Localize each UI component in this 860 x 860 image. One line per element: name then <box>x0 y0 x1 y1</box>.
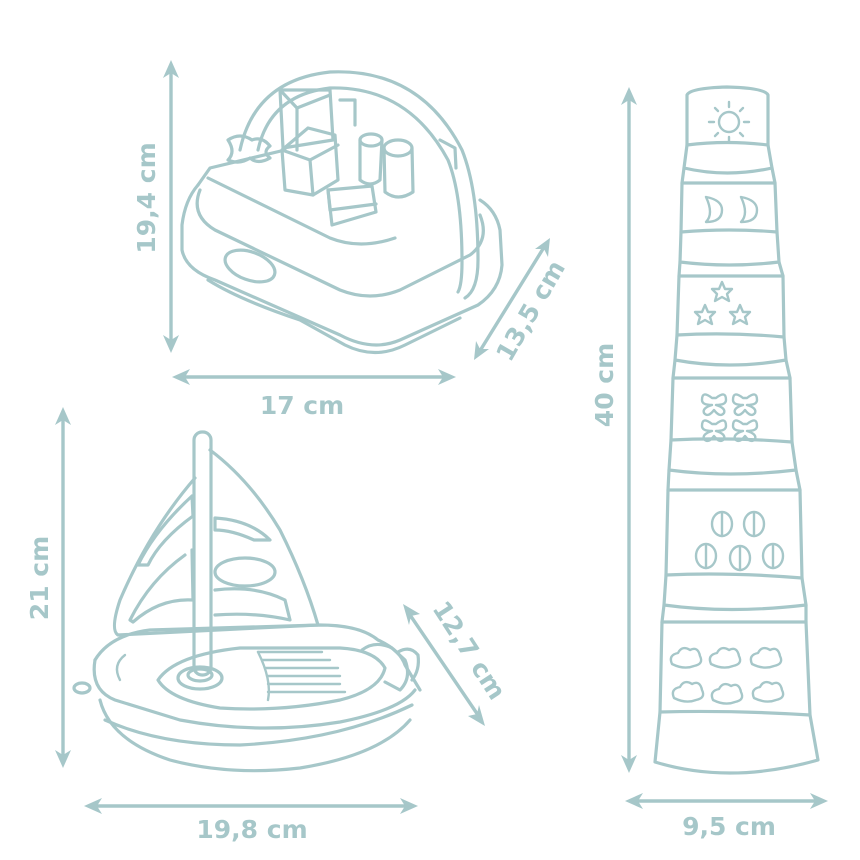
basket-width-label: 17 cm <box>260 391 344 420</box>
sailboat-illustration <box>72 430 422 773</box>
sun-icon <box>707 100 751 144</box>
boat-height-label: 21 cm <box>25 536 54 620</box>
basket-height-label: 19,4 cm <box>132 142 161 253</box>
cups-width-dimension: 9,5 cm <box>625 793 828 841</box>
cloud-icon <box>669 646 785 705</box>
boat-height-dimension: 21 cm <box>25 407 71 768</box>
star-icon <box>693 280 752 326</box>
cups-height-dimension: 40 cm <box>590 87 637 773</box>
basket-width-dimension: 17 cm <box>172 369 456 420</box>
ladybug-icon <box>694 510 785 572</box>
basket-height-dimension: 19,4 cm <box>132 60 179 353</box>
boat-width-dimension: 19,8 cm <box>84 798 418 844</box>
moon-icon <box>704 195 759 224</box>
shape-sorter-illustration <box>180 70 504 355</box>
boat-depth-label: 12,7 cm <box>427 596 512 705</box>
butterfly-icon <box>700 393 759 443</box>
stacking-cups-illustration <box>653 85 820 775</box>
boat-width-label: 19,8 cm <box>196 815 307 844</box>
cups-width-label: 9,5 cm <box>682 812 776 841</box>
cups-height-label: 40 cm <box>590 343 619 427</box>
basket-depth-dimension: 13,5 cm <box>474 238 571 366</box>
